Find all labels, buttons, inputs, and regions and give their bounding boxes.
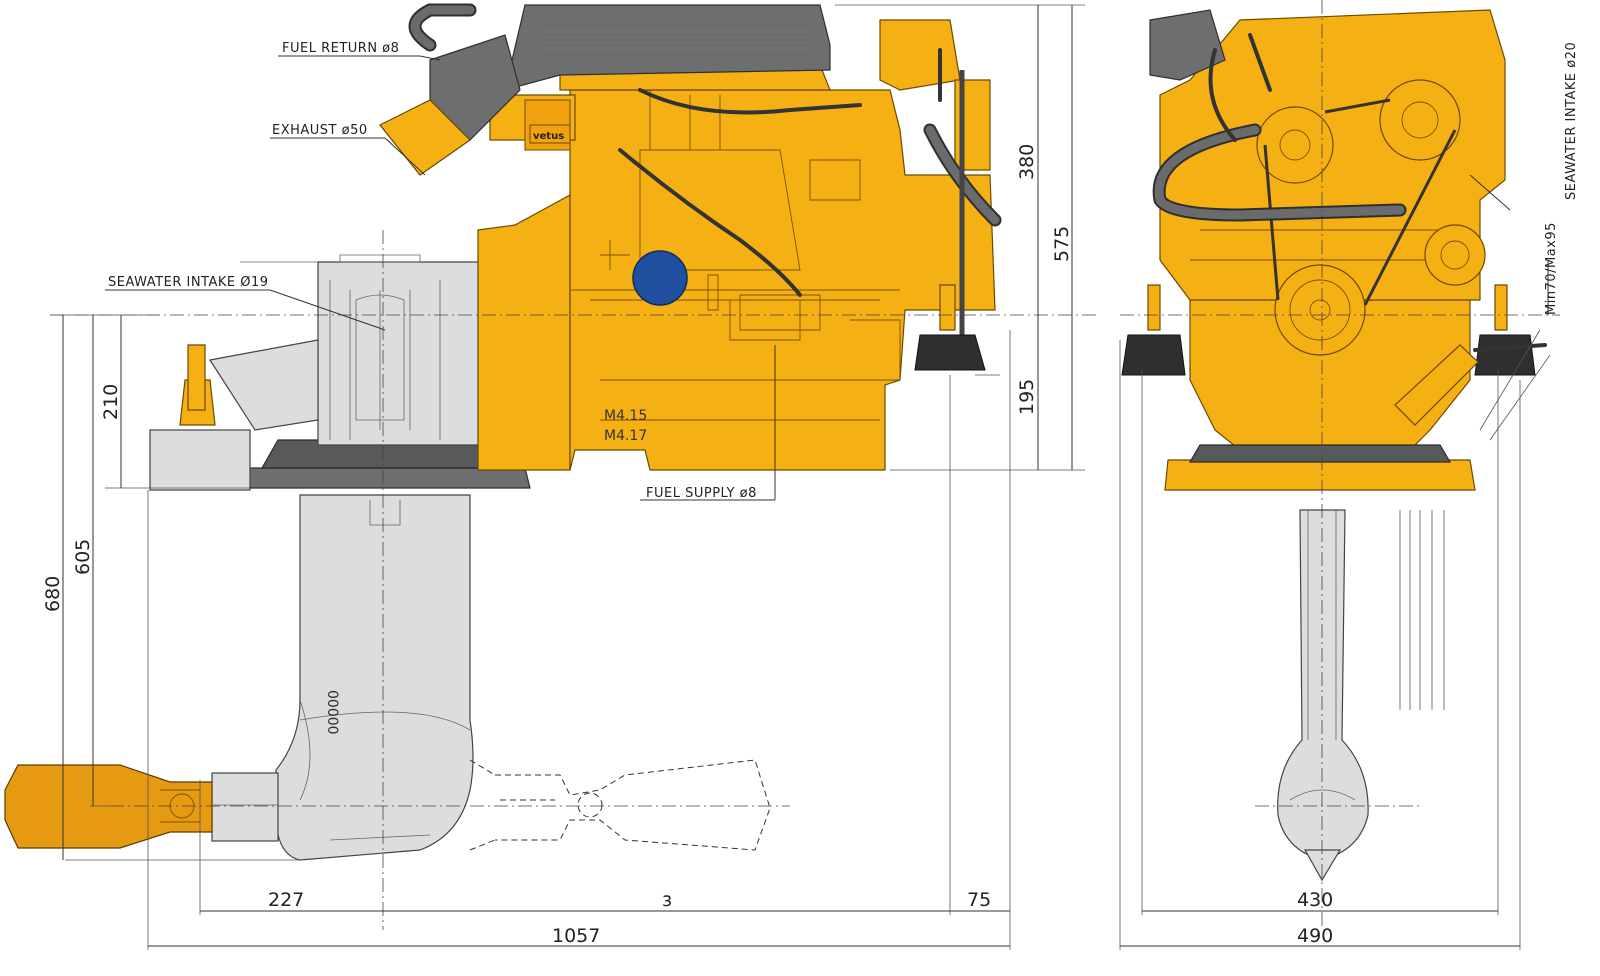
dim-195: 195 — [1016, 379, 1038, 415]
label-fuel-return: FUEL RETURN ø8 — [282, 41, 399, 56]
dimension-lines — [50, 4, 1549, 950]
label-exhaust: EXHAUST ø50 — [272, 123, 368, 138]
oil-filler-cap — [632, 250, 688, 306]
dim-680: 680 — [42, 576, 64, 612]
dim-575: 575 — [1051, 226, 1073, 262]
propeller-side — [4, 764, 213, 849]
leg-code: 00000 — [324, 690, 340, 735]
dim-75: 75 — [967, 889, 991, 911]
dim-stray: з — [662, 889, 672, 911]
brand-badge: vetus — [533, 131, 564, 142]
dim-380: 380 — [1016, 144, 1038, 180]
model-line-1: M4.15 — [604, 408, 647, 424]
crank-pulley — [1274, 264, 1366, 356]
saildrive-leg-side: 00000 — [211, 494, 474, 861]
dim-430: 430 — [1297, 889, 1333, 911]
exhaust-manifold — [379, 3, 831, 176]
front-view — [1120, 0, 1560, 930]
saildrive-leg-front — [1277, 509, 1369, 882]
label-seawater-intake-front: SEAWATER INTAKE ø20 — [1564, 42, 1579, 200]
dimension-values: 380 575 195 210 605 680 227 з 75 1057 43… — [42, 144, 1333, 947]
dim-605: 605 — [72, 539, 94, 575]
engine-block-side: vetus M4.15 M4.17 — [477, 19, 996, 471]
dim-227: 227 — [268, 889, 304, 911]
callout-labels: FUEL RETURN ø8 EXHAUST ø50 SEAWATER INTA… — [108, 41, 1579, 501]
side-view: 00000 — [4, 3, 1100, 930]
model-line-2: M4.17 — [604, 428, 647, 444]
dim-490: 490 — [1297, 925, 1333, 947]
dim-210: 210 — [100, 384, 122, 420]
water-pump-pulley — [1379, 79, 1461, 161]
gearbox-side — [209, 254, 481, 446]
fuel-line-2 — [638, 88, 862, 115]
label-min-max: Min70/Max95 — [1544, 222, 1559, 315]
label-fuel-supply: FUEL SUPPLY ø8 — [646, 486, 757, 501]
alternator-pulley — [1256, 106, 1334, 184]
label-seawater-intake-side: SEAWATER INTAKE Ø19 — [108, 275, 269, 290]
dim-1057: 1057 — [552, 925, 600, 947]
fuel-line-1 — [618, 148, 802, 297]
seawater-pump — [1424, 224, 1486, 286]
alternate-leg-outline — [495, 759, 771, 851]
engine-mounts-side — [187, 284, 986, 411]
